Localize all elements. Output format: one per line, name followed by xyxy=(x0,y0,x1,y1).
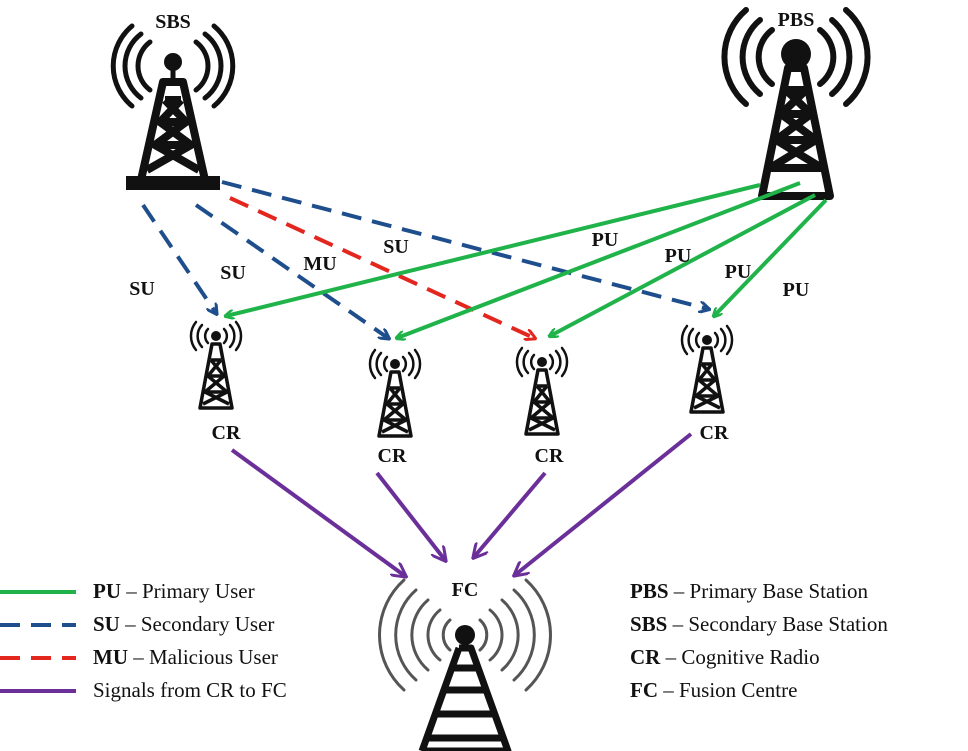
legend-item-cr: CR – Cognitive Radio xyxy=(630,645,820,669)
su-link-3 xyxy=(221,180,708,309)
pu-edge-label-3: PU xyxy=(725,261,752,283)
legend-item-cr-fc: Signals from CR to FC xyxy=(93,678,287,702)
pbs-label: PBS xyxy=(778,9,815,31)
pu-links xyxy=(226,181,828,338)
legend-right: PBS – Primary Base Station SBS – Seconda… xyxy=(630,575,888,707)
pu-link-4 xyxy=(714,198,828,316)
sbs-label: SBS xyxy=(155,11,191,33)
su-link-2 xyxy=(194,203,388,338)
cr-to-fc-links xyxy=(230,432,693,576)
su-edge-label-3: SU xyxy=(383,236,409,258)
cr-label-4: CR xyxy=(700,422,729,444)
fc-link-1 xyxy=(230,448,405,576)
fc-link-2 xyxy=(375,471,445,560)
legend-left: PU – Primary User SU – Secondary User MU… xyxy=(93,575,287,707)
mu-edge-label: MU xyxy=(303,253,336,275)
legend-item-pu: PU – Primary User xyxy=(93,579,255,603)
legend-item-fc: FC – Fusion Centre xyxy=(630,678,798,702)
legend-item-mu: MU – Malicious User xyxy=(93,645,278,669)
cr-tower-icon-1 xyxy=(189,320,243,410)
pu-edge-label-4: PU xyxy=(783,279,810,301)
su-edge-label-2: SU xyxy=(220,262,246,284)
legend-item-su: SU – Secondary User xyxy=(93,612,275,636)
fc-link-3 xyxy=(474,471,547,557)
fc-tower-icon xyxy=(378,578,552,751)
cr-label-2: CR xyxy=(378,445,407,467)
cr-tower-icon-2 xyxy=(368,348,422,438)
cr-label-1: CR xyxy=(212,422,241,444)
pu-link-2 xyxy=(397,181,801,338)
su-links xyxy=(141,180,708,338)
su-link-1 xyxy=(141,203,216,313)
cr-tower-icon-3 xyxy=(515,346,569,436)
cr-tower-icon-4 xyxy=(680,324,734,414)
legend-item-sbs: SBS – Secondary Base Station xyxy=(630,612,888,636)
su-edge-label-1: SU xyxy=(129,278,155,300)
mu-link xyxy=(229,196,534,338)
pu-link-3 xyxy=(550,193,816,336)
pu-edge-label-1: PU xyxy=(592,229,619,251)
fc-link-4 xyxy=(515,432,693,575)
legend-swatches xyxy=(0,590,76,693)
pu-edge-label-2: PU xyxy=(665,245,692,267)
sbs-tower-icon xyxy=(110,23,236,190)
fc-label: FC xyxy=(452,579,479,601)
cr-label-3: CR xyxy=(535,445,564,467)
legend-item-pbs: PBS – Primary Base Station xyxy=(630,579,868,603)
pu-link-1 xyxy=(226,183,761,316)
pbs-tower-icon xyxy=(721,7,871,200)
